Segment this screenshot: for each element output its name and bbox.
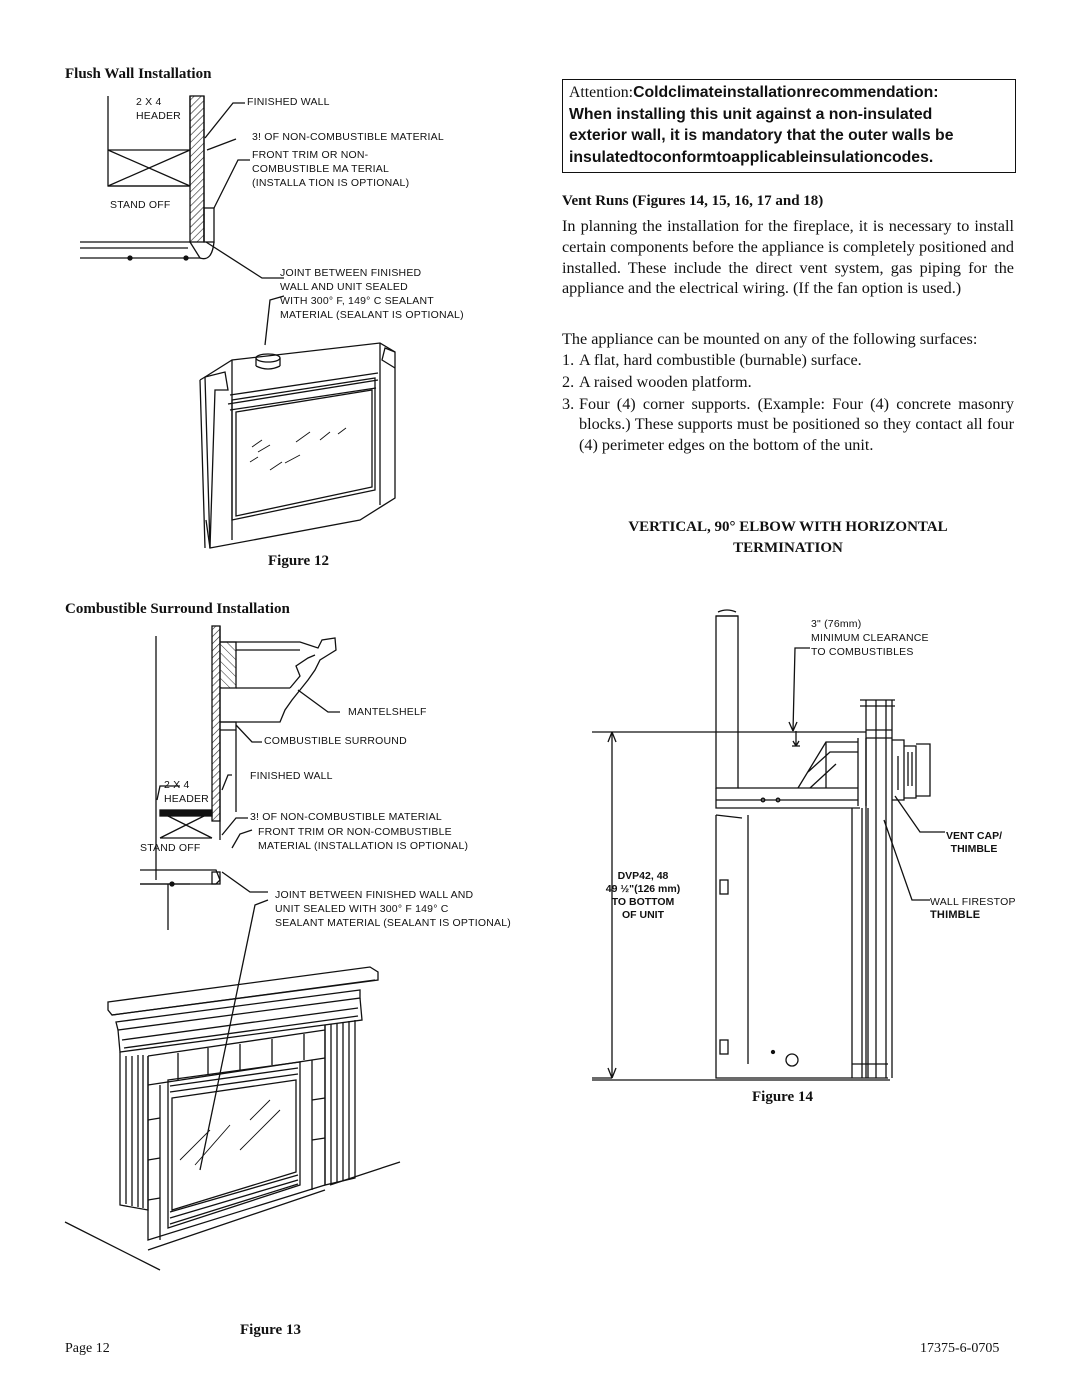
attention-line-3: exterior wall, it is mandatory that the … xyxy=(569,127,954,144)
figure-13-fireplace xyxy=(64,966,401,1271)
vent-cap-label: VENT CAP/ THIMBLE xyxy=(946,830,1003,855)
attention-line-4: insulatedtoconformtoapplicableinsulation… xyxy=(569,148,934,166)
attention-line-1: Coldclimateinstallationrecommendation: xyxy=(633,84,939,101)
noncombustible-label: 3! OF NON-COMBUSTIBLE MATERIAL xyxy=(252,131,444,143)
figure-13-section xyxy=(140,625,340,1171)
list-item: 2. A raised wooden platform. xyxy=(562,372,752,391)
attention-line-2: When installing this unit against a non-… xyxy=(569,105,933,123)
figure-14-diagram xyxy=(592,609,945,1081)
mounting-intro: The appliance can be mounted on any of t… xyxy=(562,330,978,348)
header-label: 2 X 4 HEADER xyxy=(136,96,181,122)
list-item: 1. A flat, hard combustible (burnable) s… xyxy=(562,351,862,369)
joint-label: JOINT BETWEEN FINISHED WALL AND UNIT SEA… xyxy=(280,267,464,321)
figure-12-caption: Figure 12 xyxy=(268,553,329,569)
clearance-label: 3" (76mm) MINIMUM CLEARANCE TO COMBUSTIB… xyxy=(811,618,929,658)
noncombustible-label-2: 3! OF NON-COMBUSTIBLE MATERIAL xyxy=(250,811,442,823)
list-item: 3. Four (4) corner supports. (Example: F… xyxy=(562,394,1014,455)
attention-box: Attention:Coldclimateinstallationrecomme… xyxy=(562,79,1016,173)
dimension-label: DVP42, 48 49 ½"(126 mm) TO BOTTOM OF UNI… xyxy=(605,870,681,921)
finished-wall-label-2: FINISHED WALL xyxy=(250,770,333,782)
joint-label-2: JOINT BETWEEN FINISHED WALL AND UNIT SEA… xyxy=(275,889,511,929)
flush-wall-title: Flush Wall Installation xyxy=(65,66,212,82)
vent-runs-title: Vent Runs (Figures 14, 15, 16, 17 and 18… xyxy=(562,193,824,209)
mantelshelf-label: MANTELSHELF xyxy=(348,706,427,718)
document-number: 17375-6-0705 xyxy=(920,1341,1000,1356)
figure-13-caption: Figure 13 xyxy=(240,1322,301,1338)
mounting-list: 1. A flat, hard combustible (burnable) s… xyxy=(562,350,1014,456)
front-trim-label: FRONT TRIM OR NON- COMBUSTIBLE MA TERIAL… xyxy=(252,149,410,189)
stand-off-label: STAND OFF xyxy=(110,199,171,211)
page-number: Page 12 xyxy=(65,1341,110,1356)
attention-prefix: Attention: xyxy=(569,84,634,101)
figure-14-caption: Figure 14 xyxy=(752,1089,813,1105)
figure-12-fireplace xyxy=(199,342,396,549)
combustible-surround-label: COMBUSTIBLE SURROUND xyxy=(264,735,407,747)
combustible-surround-title: Combustible Surround Installation xyxy=(65,601,290,617)
stand-off-label-2: STAND OFF xyxy=(140,842,201,854)
front-trim-label-2: FRONT TRIM OR NON-COMBUSTIBLE MATERIAL (… xyxy=(258,826,469,852)
wall-firestop-label: WALL FIRESTOP THIMBLE xyxy=(930,896,1016,921)
finished-wall-label: FINISHED WALL xyxy=(247,96,330,108)
vent-runs-paragraph: In planning the installation for the fir… xyxy=(562,217,1014,298)
header-label-2: 2 X 4 HEADER xyxy=(164,779,209,805)
section-title: VERTICAL, 90° ELBOW WITH HORIZONTAL TERM… xyxy=(628,519,948,556)
figure-12-section xyxy=(80,95,285,346)
